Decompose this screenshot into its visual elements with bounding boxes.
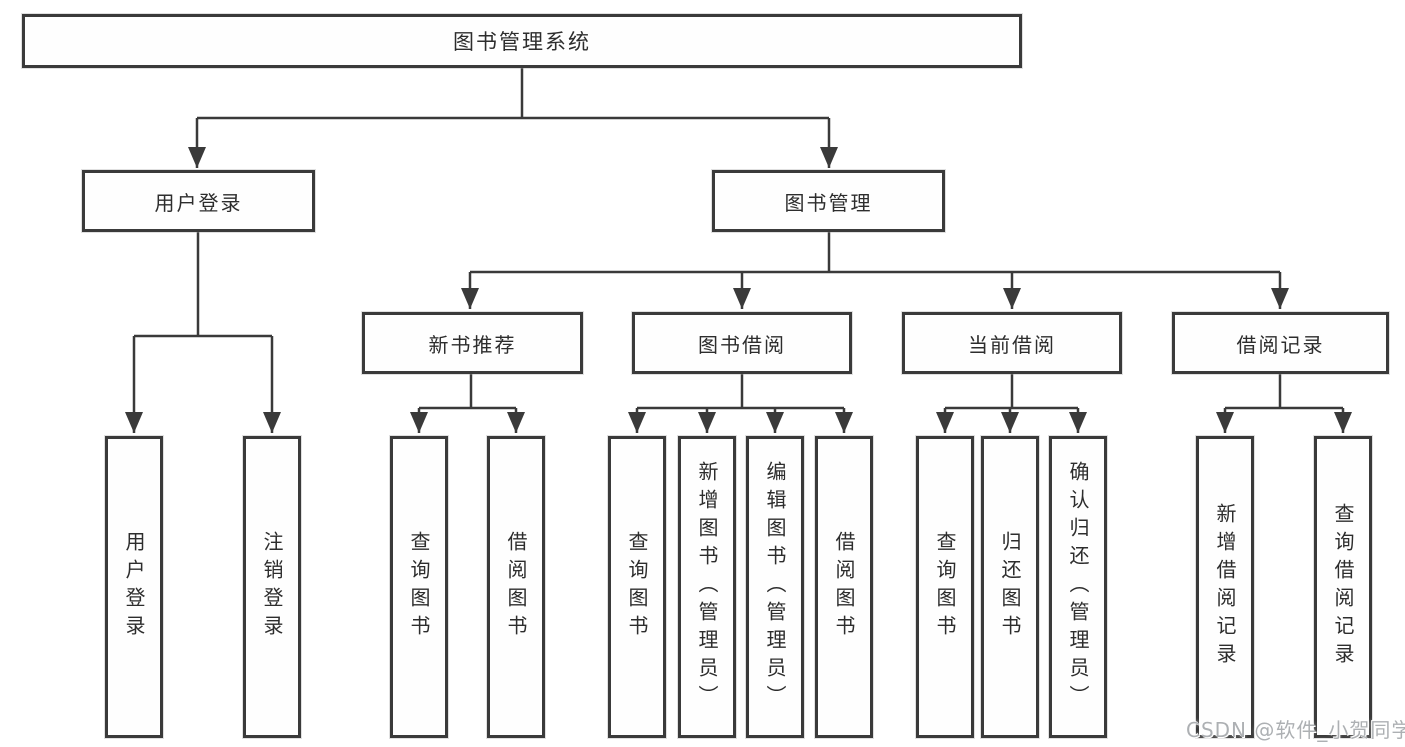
connector-user-login-children <box>125 232 281 433</box>
connector-new-book-recommendation-children <box>410 374 525 433</box>
connector-book-borrowing-children <box>628 374 853 433</box>
node-label: 用户登录 <box>154 190 243 215</box>
leaf-current-return-books: 归还图书 <box>981 436 1039 738</box>
node-label: 注销登录 <box>260 531 284 643</box>
connector-current-borrowing-children <box>936 374 1087 433</box>
leaf-recommendation-borrow-books: 借阅图书 <box>487 436 545 738</box>
connector-book-management-children <box>461 232 1289 309</box>
node-label: 图书管理 <box>784 190 873 215</box>
leaf-recommendation-query-books: 查询图书 <box>390 436 448 738</box>
node-label: 确认归还（管理员） <box>1066 461 1090 713</box>
leaf-borrowing-edit-books-admin: 编辑图书（管理员） <box>746 436 804 738</box>
node-label: 借阅图书 <box>504 531 528 643</box>
leaf-user-login: 用户登录 <box>105 436 163 738</box>
node-label: 用户登录 <box>122 531 146 643</box>
connector-root-to-level2 <box>188 68 838 168</box>
node-label: 编辑图书（管理员） <box>763 461 787 713</box>
node-book-management: 图书管理 <box>712 170 945 232</box>
node-label: 借阅记录 <box>1236 332 1325 357</box>
node-root-library-management-system: 图书管理系统 <box>22 14 1022 68</box>
leaf-records-query-borrow-record: 查询借阅记录 <box>1314 436 1372 738</box>
leaf-borrowing-add-books-admin: 新增图书（管理员） <box>678 436 736 738</box>
leaf-current-query-books: 查询图书 <box>916 436 974 738</box>
node-label: 新增借阅记录 <box>1213 503 1237 671</box>
connector-borrowing-records-children <box>1216 374 1352 433</box>
node-book-borrowing: 图书借阅 <box>632 312 852 374</box>
node-user-login: 用户登录 <box>82 170 315 232</box>
node-label: 新书推荐 <box>428 332 517 357</box>
node-label: 图书借阅 <box>698 332 786 357</box>
node-label: 新增图书（管理员） <box>695 461 719 713</box>
node-label: 当前借阅 <box>968 332 1056 357</box>
csdn-watermark: CSDN @软件_小贺同学 <box>1186 718 1405 742</box>
node-new-book-recommendation: 新书推荐 <box>362 312 583 374</box>
leaf-borrowing-query-books: 查询图书 <box>608 436 666 738</box>
node-label: 借阅图书 <box>832 531 856 643</box>
leaf-current-confirm-return-admin: 确认归还（管理员） <box>1049 436 1107 738</box>
node-label: 查询图书 <box>625 531 649 643</box>
node-label: 查询图书 <box>933 531 957 643</box>
node-current-borrowing: 当前借阅 <box>902 312 1122 374</box>
leaf-records-add-borrow-record: 新增借阅记录 <box>1196 436 1254 738</box>
node-borrowing-records: 借阅记录 <box>1172 312 1389 374</box>
node-label: 图书管理系统 <box>453 30 591 54</box>
node-label: 查询借阅记录 <box>1331 503 1355 671</box>
node-label: 归还图书 <box>998 531 1022 643</box>
leaf-borrowing-borrow-books: 借阅图书 <box>815 436 873 738</box>
node-label: 查询图书 <box>407 531 431 643</box>
leaf-logout: 注销登录 <box>243 436 301 738</box>
